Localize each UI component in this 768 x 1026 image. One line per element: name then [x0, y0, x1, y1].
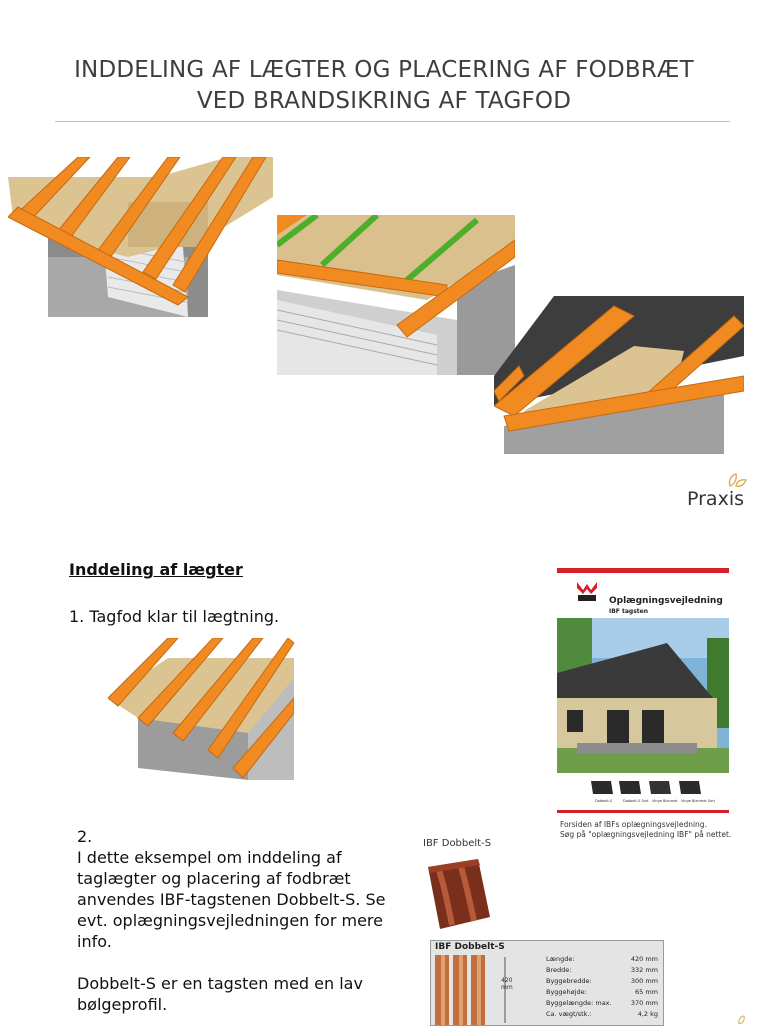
title-line-2: VED BRANDSIKRING AF TAGFOD	[196, 88, 572, 114]
spec-row: Bredde:332 mm	[546, 966, 658, 974]
caption-line-2: Søg på "oplægningsvejledning IBF" på net…	[560, 829, 732, 839]
brand-name: Praxis	[687, 488, 744, 510]
tile-cross-section	[435, 955, 506, 1025]
step-1-text: 1. Tagfod klar til lægtning.	[69, 607, 280, 626]
brochure-top-bar	[557, 568, 729, 573]
spec-row: Byggelængde: max.370 mm	[546, 999, 658, 1007]
brochure-bottom-bar	[557, 810, 729, 813]
brochure-title: Oplægningsvejledning	[609, 596, 723, 606]
tile-name-4: Vinge Blanmat Sort	[681, 799, 715, 803]
green-strips	[277, 215, 479, 283]
eave-illustration-underside	[494, 296, 744, 454]
fire-board	[524, 346, 684, 421]
spec-heading: IBF Dobbelt-S	[435, 942, 505, 952]
tile-swatches	[591, 781, 701, 794]
leaf-icon-small	[738, 1015, 745, 1024]
brochure-caption: Forsiden af IBFs oplægningsvejledning. S…	[560, 820, 760, 839]
dimension-label: 420 mm	[501, 977, 513, 991]
spec-row: Byggehøjde:65 mm	[546, 988, 658, 996]
caption-line-1: Forsiden af IBFs oplægningsvejledning.	[560, 820, 707, 829]
spec-row: Længde:420 mm	[546, 955, 658, 963]
eave-illustration-battens	[277, 215, 515, 375]
step-1-illustration	[108, 638, 294, 780]
spec-row: Byggebredde:300 mm	[546, 977, 658, 985]
eave-illustration-boards	[8, 157, 273, 317]
step-2-text: 2. I dette eksempel om inddeling af tagl…	[77, 827, 386, 1014]
title-divider	[55, 121, 730, 122]
roof-tile-image	[428, 859, 490, 929]
tile-name-1: Dobbelt-S	[595, 799, 613, 803]
title-line-1: INDDELING AF LÆGTER OG PLACERING AF FODB…	[74, 57, 694, 83]
ibf-logo-icon	[575, 580, 599, 602]
leaf-icon	[728, 473, 747, 487]
rafters	[108, 638, 294, 779]
spec-table: IBF Dobbelt-S 420 mm Længde:420 mm Bredd…	[430, 940, 664, 1026]
brochure-subtitle: IBF tagsten	[609, 608, 648, 615]
section-title: Inddeling af lægter	[69, 560, 243, 579]
fascia-board	[396, 239, 515, 338]
tile-name-3: Vinge Blanmat	[652, 799, 678, 803]
rafters	[494, 305, 744, 432]
product-label: IBF Dobbelt-S	[423, 838, 492, 849]
house-photo	[557, 618, 729, 773]
brochure-cover: Oplægningsvejledning IBF tagsten Dobbelt…	[557, 568, 729, 813]
page-title: INDDELING AF LÆGTER OG PLACERING AF FODB…	[0, 55, 768, 117]
spec-row: Ca. vægt/stk.:4,2 kg	[546, 1010, 658, 1018]
tile-name-2: Dobbelt-S Sort	[623, 799, 649, 803]
